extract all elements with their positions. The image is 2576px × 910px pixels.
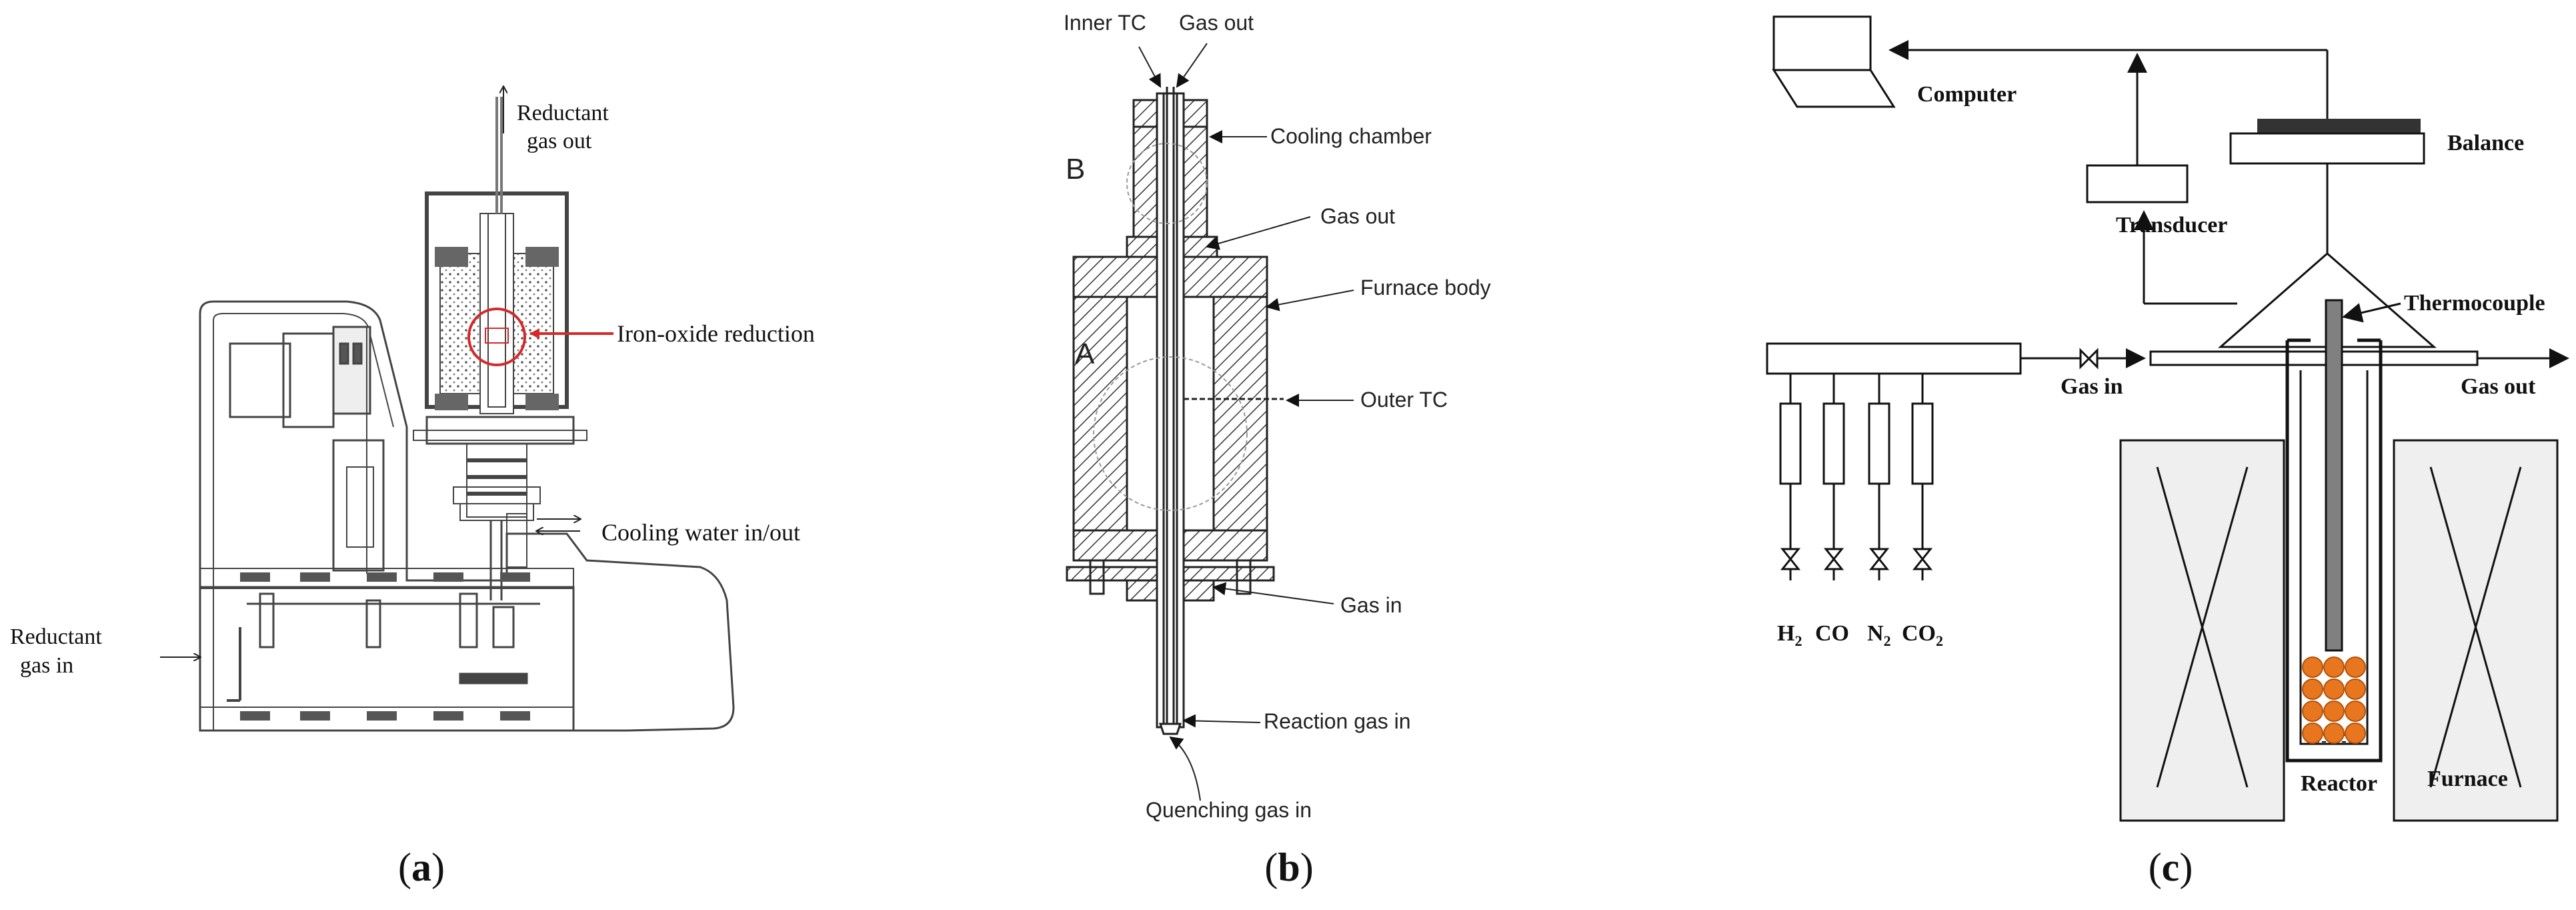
- panel-a-motor: [229, 342, 291, 418]
- label-gas-out-mid: Gas out: [1320, 204, 1395, 228]
- panel-a-furnace: [425, 191, 569, 414]
- gas-manifold: [1766, 342, 2022, 375]
- label-transducer: Transducer: [2116, 213, 2227, 238]
- gas-cylinders: [1779, 374, 1934, 580]
- label-reductant-gas-out-line2: gas out: [527, 129, 592, 153]
- label-reductant-gas-in-line2: gas in: [20, 653, 73, 678]
- thermocouple-rod: [2325, 299, 2343, 652]
- panel-a-housing: [199, 300, 735, 732]
- label-furnace: Furnace: [2427, 767, 2508, 791]
- sample-pellets: [2302, 656, 2366, 744]
- label-iron-oxide-reduction: Iron-oxide reduction: [617, 320, 815, 347]
- label-reductant-gas-in-line1: Reductant: [10, 624, 102, 649]
- label-reductant-gas-out-line1: Reductant: [517, 101, 609, 125]
- computer-icon: [1772, 15, 1896, 108]
- caption-a: (a): [398, 845, 445, 889]
- furnace-right: [2393, 439, 2559, 822]
- panel-b-labels: Inner TC Gas out Cooling chamber Gas out…: [1064, 11, 1491, 889]
- gas-label-n2: N2: [1867, 621, 1891, 649]
- label-reaction-gas-in: Reaction gas in: [1264, 709, 1411, 733]
- label-furnace-body: Furnace body: [1360, 276, 1491, 300]
- gas-labels: H2 CO N2 CO2: [1777, 621, 1943, 649]
- label-quenching-gas-in: Quenching gas in: [1146, 798, 1312, 822]
- label-gas-in: Gas in: [2061, 374, 2123, 399]
- panel-c-labels: Computer Balance Transducer Thermocouple…: [1777, 82, 2545, 889]
- transducer-box: [2086, 164, 2189, 203]
- label-inner-tc: Inner TC: [1064, 11, 1146, 35]
- label-gas-out: Gas out: [2461, 374, 2536, 399]
- panel-a-reduction-zone: [467, 308, 526, 366]
- label-cooling-water: Cooling water in/out: [601, 519, 800, 546]
- label-outer-tc: Outer TC: [1360, 388, 1448, 412]
- panel-b-reactor: [1066, 43, 1354, 801]
- panel-a-labels: Reductant gas out Iron-oxide reduction C…: [10, 101, 815, 889]
- label-zone-a: A: [1075, 338, 1095, 370]
- label-gas-out-top: Gas out: [1179, 11, 1254, 35]
- panel-c-schematic: [1766, 15, 2569, 822]
- valve-icon: [2079, 348, 2099, 370]
- caption-c: (c): [2149, 845, 2193, 889]
- label-balance: Balance: [2447, 131, 2524, 155]
- label-cooling-chamber: Cooling chamber: [1270, 124, 1432, 148]
- label-zone-b: B: [1066, 153, 1085, 185]
- furnace-left: [2119, 439, 2285, 822]
- gas-label-co: CO: [1815, 621, 1849, 646]
- panel-a-chassis: [199, 586, 575, 732]
- caption-b: (b): [1264, 845, 1313, 889]
- gas-label-h2: H2: [1777, 621, 1802, 649]
- balance-icon: [2229, 119, 2425, 165]
- gas-label-co2: CO2: [1902, 621, 1943, 649]
- panel-a-tga-apparatus: [160, 87, 735, 732]
- label-computer: Computer: [1917, 82, 2017, 107]
- label-thermocouple: Thermocouple: [2404, 291, 2545, 316]
- label-gas-in: Gas in: [1340, 593, 1402, 617]
- label-reactor: Reactor: [2301, 771, 2377, 796]
